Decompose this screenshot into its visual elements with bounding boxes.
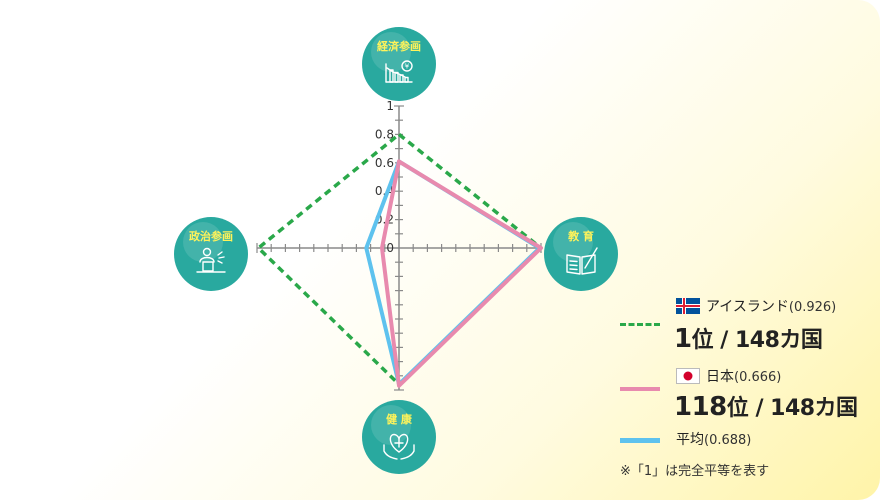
- legend-swatch-japan: [620, 387, 660, 391]
- axis-node-education: 教 育: [544, 217, 618, 291]
- axis-node-highlight: [371, 32, 411, 72]
- legend-rank-iceland: 1: [674, 324, 692, 354]
- axis-node-economy: 経済参画 ¥: [362, 27, 436, 101]
- tick-label: 0.6: [375, 156, 394, 170]
- axis-node-highlight: [183, 222, 223, 262]
- iceland-flag-icon: [676, 298, 700, 318]
- legend-rank-suffix-japan: 位 / 148カ国: [726, 396, 858, 421]
- tick-label: 1: [386, 99, 394, 113]
- footnote: ※「1」は完全平等を表す: [620, 464, 770, 479]
- radar-axes: 10.80.60.40.20: [256, 99, 542, 391]
- tick-label: 0: [386, 241, 394, 255]
- axis-node-circle: [544, 217, 618, 291]
- legend-name-average: 平均: [676, 432, 704, 448]
- axis-node-highlight: [553, 222, 593, 262]
- axis-label-economy: 経済参画: [377, 39, 421, 53]
- education-book-icon: [566, 247, 598, 275]
- legend-score-average: (0.688): [704, 433, 752, 448]
- axis-label-education: 教 育: [567, 229, 594, 243]
- axis-node-politics: 政治参画: [174, 217, 248, 291]
- legend-rank-suffix-iceland: 位 / 148カ国: [691, 328, 823, 353]
- radar-series: [256, 132, 543, 388]
- legend-swatch-iceland: [620, 323, 660, 326]
- legend-swatch-average: [620, 438, 660, 443]
- series-1-polygon: [380, 159, 543, 388]
- axis-node-circle: [362, 27, 436, 101]
- legend-name-japan: 日本: [706, 369, 734, 385]
- legend-rank-japan: 118: [674, 392, 727, 422]
- japan-flag-icon: [676, 368, 700, 388]
- tick-label: 0.8: [375, 127, 394, 141]
- axis-nodes: 経済参画 ¥ 教 育健 康 政治参画: [174, 27, 618, 474]
- legend-score-iceland: (0.926): [788, 300, 837, 315]
- axis-label-health: 健 康: [386, 412, 413, 426]
- legend-score-japan: (0.666): [734, 370, 782, 385]
- axis-label-politics: 政治参画: [189, 229, 233, 243]
- health-heart-hands-icon: [383, 433, 415, 460]
- axis-node-health: 健 康: [362, 400, 436, 474]
- svg-text:¥: ¥: [405, 63, 410, 71]
- legend-name-iceland: アイスランド: [706, 299, 789, 315]
- politics-speaker-podium-icon: [196, 247, 226, 273]
- economy-chart-icon: ¥: [385, 60, 413, 83]
- axis-node-circle: [174, 217, 248, 291]
